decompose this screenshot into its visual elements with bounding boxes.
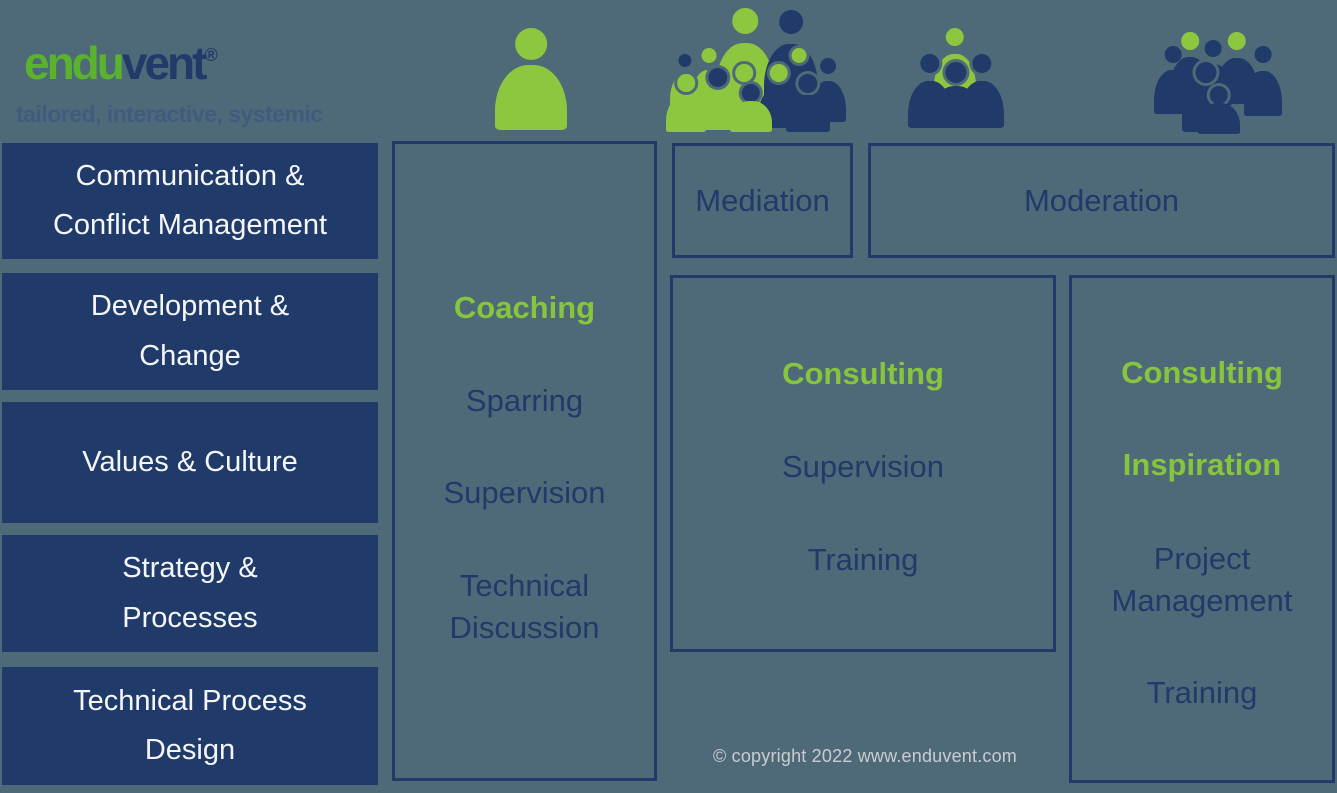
person-figure bbox=[1198, 86, 1240, 134]
category-technical-process-design: Technical Process Design bbox=[2, 667, 378, 785]
group-services-box: Consulting Supervision Training bbox=[670, 275, 1056, 652]
logo-endu: endu bbox=[24, 37, 125, 89]
service-item-inspiration: Inspiration bbox=[1122, 447, 1282, 482]
team-group-icon bbox=[1154, 26, 1282, 134]
registered-mark-icon: ® bbox=[204, 45, 218, 65]
small-group-icon bbox=[908, 28, 1004, 128]
mediation-box: Mediation bbox=[672, 143, 853, 258]
person-figure bbox=[932, 62, 980, 128]
service-item-coaching: Coaching bbox=[453, 290, 596, 325]
moderation-box: Moderation bbox=[868, 143, 1335, 258]
individual-services-box: Coaching Sparring Supervision Technical … bbox=[392, 141, 657, 781]
single-person-icon bbox=[495, 28, 567, 130]
service-item-supervision: Supervision bbox=[782, 449, 944, 484]
category-strategy-processes: Strategy & Processes bbox=[2, 535, 378, 652]
enduvent-logo: enduvent® bbox=[24, 40, 218, 86]
copyright-text: © copyright 2022 www.enduvent.com bbox=[712, 746, 1018, 766]
category-values-culture: Values & Culture bbox=[2, 402, 378, 523]
tagline: tailored, interactive, systemic bbox=[16, 101, 323, 127]
person-figure bbox=[1244, 46, 1282, 116]
large-mixed-crowd-icon bbox=[666, 8, 856, 132]
service-item-training: Training bbox=[807, 542, 919, 577]
logo-vent: vent bbox=[121, 37, 208, 89]
service-item-sparring: Sparring bbox=[465, 383, 584, 418]
person-figure bbox=[495, 28, 567, 130]
service-item-project-management: Project Management bbox=[1111, 541, 1293, 618]
service-item-supervision: Supervision bbox=[443, 475, 606, 510]
organization-services-box: Consulting Inspiration Project Managemen… bbox=[1069, 275, 1335, 783]
service-item-consulting: Consulting bbox=[1121, 355, 1283, 390]
person-figure bbox=[786, 74, 830, 132]
category-development-change: Development & Change bbox=[2, 273, 378, 390]
service-item-consulting: Consulting bbox=[782, 356, 944, 391]
category-communication-conflict: Communication & Conflict Management bbox=[2, 143, 378, 259]
service-item-training: Training bbox=[1146, 675, 1258, 710]
service-item-technical-discussion: Technical Discussion bbox=[449, 568, 600, 645]
person-figure bbox=[730, 84, 772, 132]
